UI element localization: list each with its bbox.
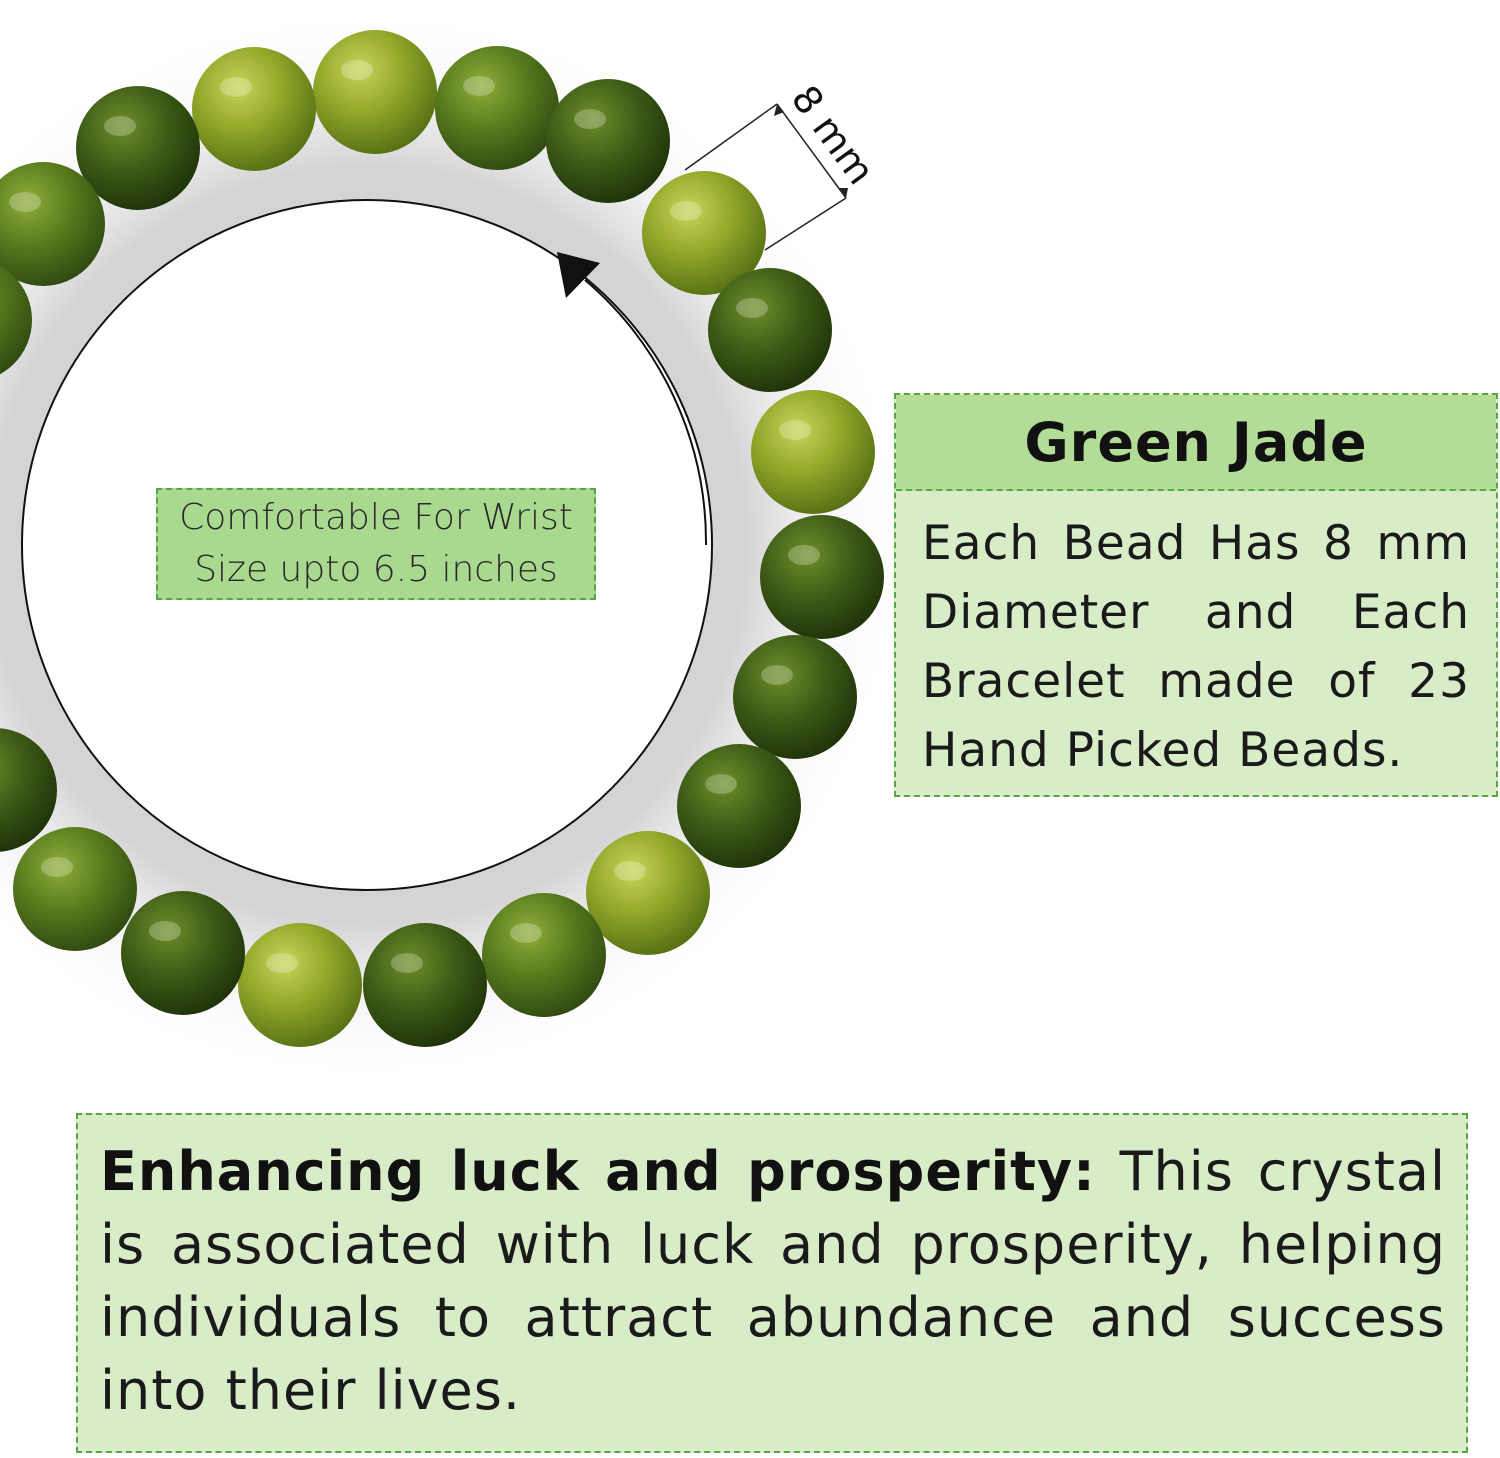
bead-highlight: [104, 116, 136, 136]
bead: [482, 893, 606, 1017]
bead-highlight: [41, 857, 73, 877]
bead: [313, 30, 437, 154]
bead: [677, 744, 801, 868]
bead: [0, 265, 32, 375]
bead-ring: [0, 30, 884, 1047]
bead: [435, 46, 559, 170]
bead: [642, 171, 766, 295]
bead: [238, 923, 362, 1047]
wrist-note-line-2: Size upto 6.5 inches: [194, 549, 558, 590]
bead: [546, 79, 670, 203]
bead: [733, 635, 857, 759]
bead-highlight: [391, 953, 423, 973]
bead-highlight: [574, 109, 606, 129]
bead-size-label: 8 mm: [783, 77, 883, 192]
bead-highlight: [779, 420, 811, 440]
bead: [0, 728, 57, 852]
bead-highlight: [736, 298, 768, 318]
bead-highlight: [220, 77, 252, 97]
rotation-arrow: [584, 279, 708, 546]
bead-highlight: [510, 923, 542, 943]
bead-highlight: [788, 545, 820, 565]
bead-highlight: [705, 774, 737, 794]
bead-highlight: [149, 921, 181, 941]
bead-highlight: [761, 665, 793, 685]
benefit-heading: Enhancing luck and prosperity:: [100, 1140, 1096, 1203]
bead: [708, 268, 832, 392]
arrow-head-icon: [557, 252, 600, 298]
benefit-text: This crystal is associated with luck and…: [100, 1140, 1447, 1422]
bead: [586, 831, 710, 955]
wrist-note-line-1: Comfortable For Wrist: [179, 497, 573, 538]
product-description: Each Bead Has 8 mm Diameter and Each Bra…: [922, 516, 1470, 778]
bead-highlight: [614, 861, 646, 881]
bead-highlight: [463, 76, 495, 96]
bead: [0, 162, 105, 286]
bead: [121, 891, 245, 1015]
bead: [363, 923, 487, 1047]
bead: [760, 515, 884, 639]
bead: [76, 86, 200, 210]
bead-highlight: [341, 60, 373, 80]
bead: [751, 390, 875, 514]
product-info-card: Green Jade Each Bead Has 8 mm Diameter a…: [894, 393, 1498, 797]
bead: [13, 827, 137, 951]
product-title: Green Jade: [896, 395, 1496, 491]
wrist-size-note: Comfortable For Wrist Size upto 6.5 inch…: [156, 488, 596, 600]
bead: [192, 47, 316, 171]
bead-highlight: [670, 201, 702, 221]
bead-highlight: [9, 192, 41, 212]
benefit-card: Enhancing luck and prosperity: This crys…: [76, 1113, 1468, 1453]
bead-highlight: [266, 953, 298, 973]
